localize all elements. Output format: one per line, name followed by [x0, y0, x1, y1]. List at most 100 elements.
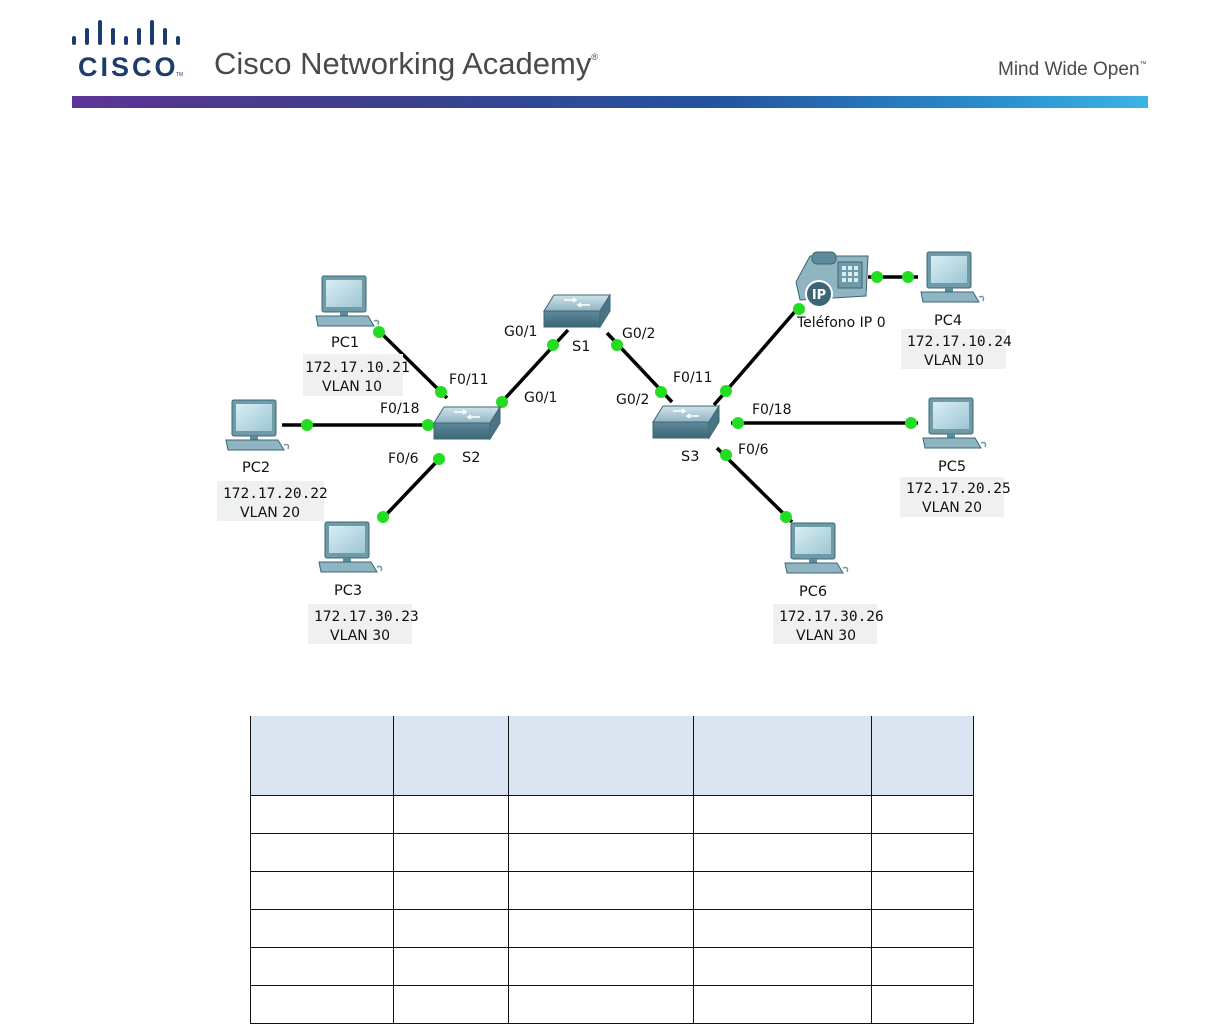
network-topology-diagram: IP S1 S2 S3 G0/1 G0/2 G0/1 F0/11 F0/18 F… [217, 251, 1012, 644]
port-label: F0/11 [449, 372, 489, 388]
table-cell [250, 909, 394, 948]
table-cell [508, 909, 694, 948]
cisco-trademark: TM [176, 72, 184, 78]
addressing-table-container [250, 716, 974, 1024]
table-cell [393, 947, 509, 986]
table-cell [250, 985, 394, 1024]
port-label: F0/6 [388, 451, 419, 467]
cisco-wordmark: CISCO [78, 52, 179, 82]
port-label: F0/6 [738, 442, 769, 458]
pc1-ip: 172.17.10.21 [305, 360, 410, 376]
pc5-ip: 172.17.20.25 [906, 481, 1011, 497]
switch-name-s3: S3 [681, 449, 699, 465]
ip-phone-icon: IP [795, 251, 869, 308]
port-label: G0/2 [622, 326, 655, 342]
pc2-ip: 172.17.20.22 [223, 486, 328, 502]
port-label: F0/18 [752, 402, 792, 418]
table-row [250, 871, 974, 910]
status-dot [377, 511, 389, 523]
pc3-ip: 172.17.30.23 [314, 609, 419, 625]
table-header-cell [871, 716, 974, 796]
pc4-icon [920, 251, 985, 303]
link-pc1-s2 [376, 328, 449, 400]
table-row [250, 833, 974, 872]
status-dot [435, 386, 447, 398]
table-cell [250, 947, 394, 986]
table-cell [250, 871, 394, 910]
table-cell [871, 795, 974, 834]
pc4-ip: 172.17.10.24 [907, 334, 1012, 350]
table-cell [508, 795, 694, 834]
pc2-vlan: VLAN 20 [240, 505, 300, 521]
table-cell [508, 985, 694, 1024]
status-dot [301, 419, 313, 431]
table-header-cell [393, 716, 509, 796]
ip-phone-name: Teléfono IP 0 [796, 315, 886, 331]
table-cell [508, 833, 694, 872]
pc4-name: PC4 [934, 313, 962, 329]
ip-phone-badge: IP [812, 288, 826, 303]
port-label: G0/1 [524, 390, 557, 406]
port-label: F0/18 [380, 401, 420, 417]
pc1-icon [315, 275, 380, 327]
addressing-table [250, 716, 974, 1024]
table-cell [693, 985, 872, 1024]
academy-title: Cisco Networking Academy® [214, 46, 598, 81]
pc6-vlan: VLAN 30 [796, 628, 856, 644]
status-dot [720, 385, 732, 397]
status-dot [780, 511, 792, 523]
port-label: G0/1 [504, 324, 537, 340]
table-cell [508, 871, 694, 910]
table-cell [250, 795, 394, 834]
switch-name-s1: S1 [572, 339, 590, 355]
table-cell [393, 909, 509, 948]
switch-s2-icon [433, 406, 501, 440]
table-cell [693, 947, 872, 986]
table-cell [393, 795, 509, 834]
table-cell [250, 833, 394, 872]
status-dot [611, 339, 623, 351]
switch-s3-icon [652, 405, 720, 439]
pc1-name: PC1 [331, 335, 359, 351]
status-dot [720, 449, 732, 461]
status-dot [871, 271, 883, 283]
table-cell [871, 947, 974, 986]
table-cell [871, 985, 974, 1024]
status-dot [433, 453, 445, 465]
pc2-icon [225, 399, 290, 451]
status-dot [905, 417, 917, 429]
port-label: F0/11 [673, 370, 713, 386]
pc6-name: PC6 [799, 584, 827, 600]
port-label: G0/2 [616, 392, 649, 408]
table-row [250, 985, 974, 1024]
table-row [250, 795, 974, 834]
pc2-name: PC2 [242, 460, 270, 476]
pc3-icon [318, 521, 383, 573]
page-header: CISCO TM Cisco Networking Academy® Mind … [0, 0, 1222, 110]
table-cell [693, 871, 872, 910]
status-dot [547, 339, 559, 351]
status-dot [902, 271, 914, 283]
status-dot [655, 386, 667, 398]
table-header-row [250, 716, 974, 796]
status-dot [373, 326, 385, 338]
table-cell [393, 833, 509, 872]
status-dot [422, 419, 434, 431]
pc1-vlan: VLAN 10 [322, 379, 382, 395]
table-cell [693, 833, 872, 872]
table-cell [508, 947, 694, 986]
status-dot [732, 417, 744, 429]
table-cell [693, 909, 872, 948]
link-status-dots [301, 271, 917, 523]
table-cell [393, 871, 509, 910]
table-cell [393, 985, 509, 1024]
pc5-name: PC5 [938, 459, 966, 475]
tagline: Mind Wide Open™ [998, 59, 1147, 80]
table-cell [871, 833, 974, 872]
pc5-icon [922, 397, 987, 449]
table-header-cell [250, 716, 394, 796]
link-s3-pc6 [715, 446, 794, 524]
cisco-logo-bars-icon [72, 20, 180, 45]
status-dot [793, 303, 805, 315]
pc3-vlan: VLAN 30 [330, 628, 390, 644]
